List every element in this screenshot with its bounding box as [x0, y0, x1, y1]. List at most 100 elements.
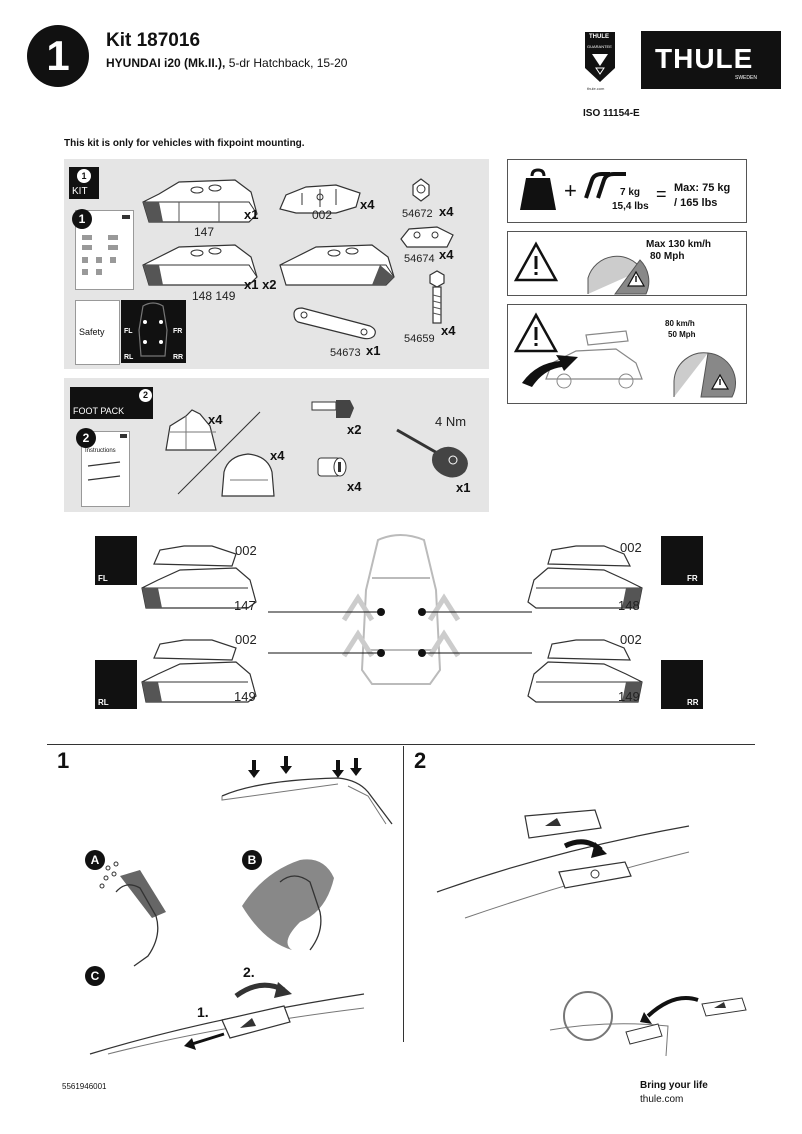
step-c-2: 2.	[243, 964, 255, 980]
lock-qty: x4	[347, 479, 362, 494]
store-cover-icon	[549, 991, 747, 1057]
foot-qty-b: x4	[270, 448, 285, 463]
corner-badge-rl: RL	[95, 660, 137, 709]
footer-url[interactable]: thule.com	[640, 1094, 684, 1105]
part-54672-id: 54672	[402, 208, 433, 220]
corner-badge-rr-label: RR	[687, 698, 699, 707]
shield-url: thule.com	[587, 86, 605, 91]
plus-sign: +	[564, 178, 577, 203]
speedometer-icon-2	[673, 352, 737, 398]
foot-pack-box-icon: 2 FOOT PACK	[70, 387, 153, 419]
corner-badge-fl: FL	[95, 536, 137, 585]
part-54659-qty: x4	[441, 323, 456, 338]
kit-panel: 1 KIT 1 Safety FL FR RL RR x1 147	[64, 159, 489, 369]
booklet-diagram-icon	[82, 215, 130, 275]
steps-divider-h	[47, 744, 755, 745]
fl-assembly-icon	[141, 545, 257, 609]
part-002-id: 002	[312, 208, 333, 222]
corner-rl: RL	[124, 354, 134, 361]
rl-assembly-icon	[141, 639, 257, 703]
fixpoint-pad-pair-icon	[142, 244, 258, 286]
foot-booklet-number: 2	[76, 428, 96, 448]
foot-tag-number: 2	[139, 389, 152, 402]
rl-bottom-id: 149	[234, 689, 256, 704]
part-147-id: 147	[194, 225, 215, 239]
max-load-lbs: / 165 lbs	[674, 197, 718, 209]
max-speed: Max 130 km/h	[646, 239, 712, 250]
foot-qty-a: x4	[208, 412, 223, 427]
load-spec-box: + 7 kg 15,4 lbs = Max: 75 kg / 165 lbs	[507, 159, 747, 223]
part-002-qty: x4	[360, 197, 375, 212]
lock-cylinder-icon	[317, 457, 347, 477]
part-54672-qty: x4	[439, 204, 454, 219]
part-54673-id: 54673	[330, 347, 361, 359]
kit-tag-number: 1	[77, 169, 91, 183]
thule-logo-text: THULE	[655, 43, 754, 74]
part-148-149-qty: x1 x2	[244, 277, 277, 292]
thule-logo-sub: SWEDEN	[735, 75, 757, 81]
iso-label: ISO 11154-E	[583, 108, 640, 119]
warning-icon	[513, 241, 559, 282]
corner-diagram: FL FR RL RR	[121, 300, 186, 363]
fl-bottom-id: 147	[234, 598, 256, 613]
shield-sub: GUARANTEE	[587, 44, 612, 49]
foot-pack-panel: 2 FOOT PACK 2 Instructions x4 x4 x2 x4 4…	[64, 378, 489, 512]
loaded-speed-mph: 50 Mph	[668, 330, 696, 339]
corner-badge-fl-label: FL	[98, 574, 108, 583]
step-2-number: 2	[414, 748, 427, 773]
fixpoint-cover-icon	[436, 809, 690, 919]
warning-icon-2	[513, 312, 559, 353]
corner-fl: FL	[124, 328, 133, 335]
fixpoint-notice: This kit is only for vehicles with fixpo…	[64, 138, 305, 149]
part-147-qty: x1	[244, 207, 259, 222]
kit-booklet: 1	[72, 209, 134, 290]
vehicle-model: HYUNDAI i20 (Mk.II.),	[106, 56, 226, 70]
step-1-number: 1	[57, 748, 70, 773]
guarantee-shield-icon: THULE GUARANTEE thule.com	[583, 30, 617, 92]
footer-part-number: 5561946001	[62, 1082, 107, 1091]
corner-badge-rl-label: RL	[98, 698, 109, 707]
corner-badge-fr: FR	[661, 536, 703, 585]
car-with-load-icon	[522, 330, 643, 389]
step-c-badge: C	[85, 966, 105, 986]
fr-top-id: 002	[620, 540, 642, 555]
nut-icon	[412, 178, 430, 202]
speed-spec-box: Max 130 km/h 80 Mph	[507, 231, 747, 296]
part-54673-qty: x1	[366, 343, 381, 358]
roof-points-icon	[221, 756, 393, 825]
corner-badge-rr: RR	[661, 660, 703, 709]
footer-tagline: Bring your life	[640, 1080, 708, 1091]
foot-icon-b	[221, 453, 275, 497]
part-148-149-id: 148 149	[192, 289, 236, 303]
booklet-bars-icon	[87, 434, 127, 481]
bolt-icon	[429, 270, 445, 324]
weight-icon	[520, 168, 556, 210]
fr-assembly-icon	[527, 545, 643, 609]
part-54674-id: 54674	[404, 253, 435, 265]
max-load: Max: 75 kg	[674, 182, 731, 194]
part-54674-qty: x4	[439, 247, 454, 262]
foot-tag-label: FOOT PACK	[73, 406, 125, 416]
loaded-speed-box: 80 km/h 50 Mph	[507, 304, 747, 404]
rl-top-id: 002	[235, 632, 257, 647]
rack-weight: 7 kg	[620, 187, 641, 198]
vehicle-line: HYUNDAI i20 (Mk.II.), 5-dr Hatchback, 15…	[106, 56, 347, 70]
fl-top-id: 002	[235, 543, 257, 558]
max-speed-mph: 80 Mph	[650, 251, 685, 262]
safety-booklet: Safety	[75, 300, 120, 365]
divider-line	[177, 411, 261, 495]
instructions-label: Instructions	[85, 448, 116, 454]
kit-title: Kit 187016	[106, 30, 201, 51]
rr-top-id: 002	[620, 632, 642, 647]
wipe-cloth-icon	[242, 859, 334, 951]
corner-fr: FR	[173, 328, 183, 335]
rr-bottom-id: 149	[618, 689, 640, 704]
fixpoint-pad-icon	[142, 179, 258, 223]
fr-bottom-id: 148	[618, 598, 640, 613]
foot-booklet: 2 Instructions	[76, 428, 130, 507]
car-topview-icon	[138, 302, 168, 357]
step-a-badge: A	[85, 850, 105, 870]
vehicle-detail: 5-dr Hatchback, 15-20	[225, 56, 348, 70]
safety-label: Safety	[79, 327, 105, 337]
rack-weight-lbs: 15,4 lbs	[612, 201, 649, 212]
